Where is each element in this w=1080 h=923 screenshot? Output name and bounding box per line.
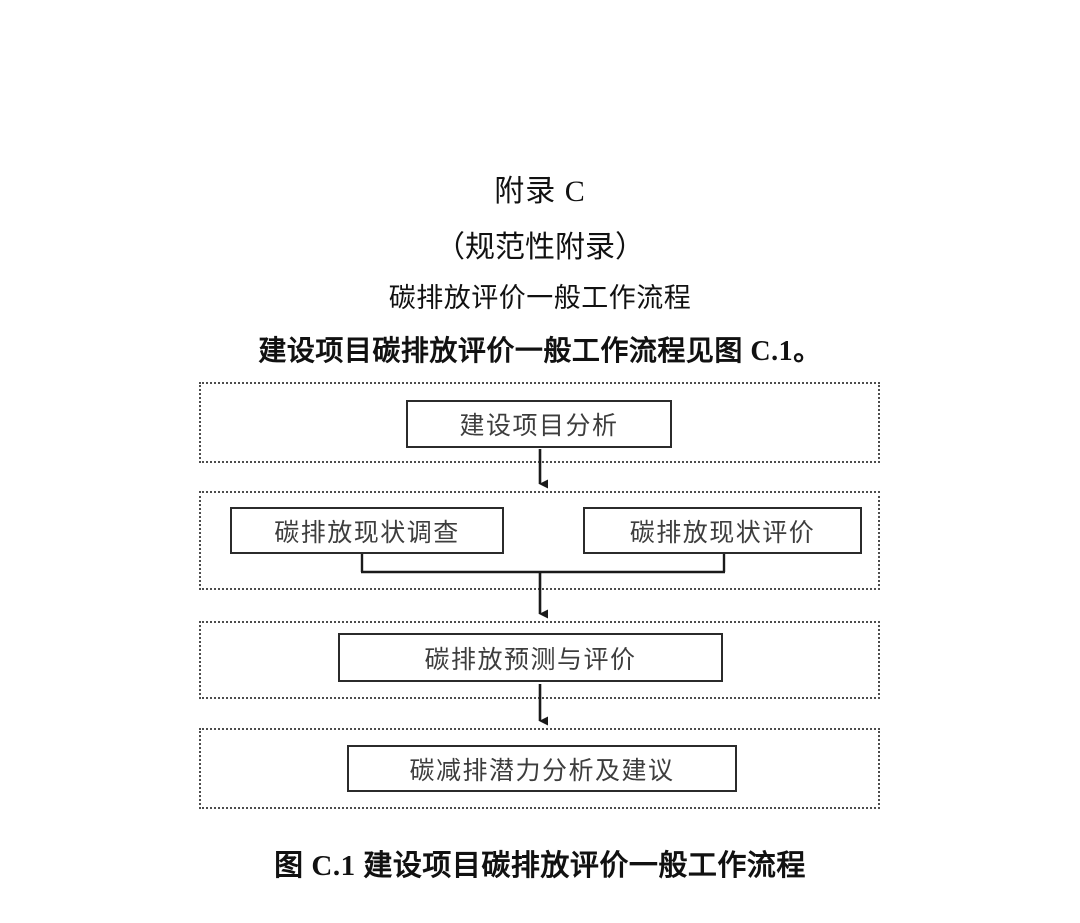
intro-paragraph: 建设项目碳排放评价一般工作流程见图 C.1。: [258, 336, 822, 367]
flow-node-carbon-emission-forecast-evaluation[interactable]: 碳排放预测与评价: [338, 633, 723, 682]
flow-node-carbon-emission-status-evaluation[interactable]: 碳排放现状评价: [583, 507, 862, 554]
flow-node-carbon-reduction-potential-analysis[interactable]: 碳减排潜力分析及建议: [347, 745, 737, 792]
subject-title: 碳排放评价一般工作流程: [388, 283, 692, 313]
flow-node-construction-project-analysis[interactable]: 建设项目分析: [406, 400, 672, 448]
flow-node-carbon-emission-status-survey[interactable]: 碳排放现状调查: [230, 507, 504, 554]
normative-note: （规范性附录）: [435, 231, 645, 264]
stage-container-4: [199, 728, 880, 809]
appendix-title: 附录 C: [494, 175, 586, 208]
figure-caption: 图 C.1 建设项目碳排放评价一般工作流程: [274, 850, 806, 882]
